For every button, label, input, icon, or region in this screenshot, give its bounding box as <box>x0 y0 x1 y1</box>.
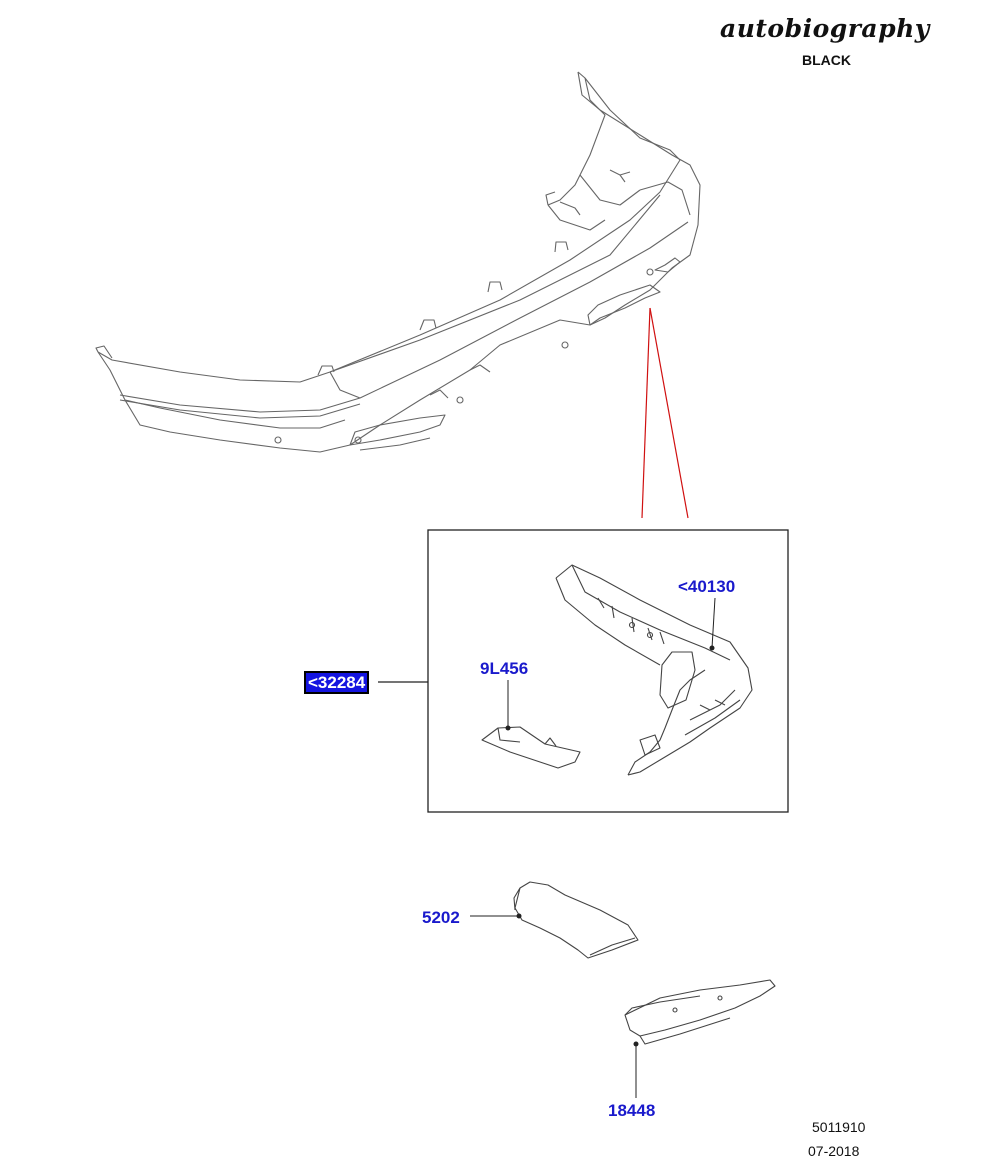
callout-18448[interactable]: 18448 <box>608 1101 656 1120</box>
part-5202-illustration <box>513 881 639 959</box>
callout-32284[interactable]: <32284 <box>303 671 370 694</box>
brand-sub-text: BLACK <box>802 52 851 68</box>
callout-5202[interactable]: 5202 <box>422 908 460 927</box>
leader-lines <box>641 307 689 519</box>
callout-9L456[interactable]: 9L456 <box>480 659 529 678</box>
part-9L456-illustration <box>481 726 581 769</box>
diagram-date: 07-2018 <box>808 1143 860 1159</box>
detail-box <box>427 529 789 813</box>
brand-header: autobiography BLACK <box>720 14 930 68</box>
diagram-number: 5011910 <box>812 1119 866 1135</box>
part-40130-illustration <box>555 564 753 776</box>
callout-40130[interactable]: <40130 <box>678 577 736 596</box>
part-18448-illustration <box>624 979 776 1045</box>
brand-script-text: autobiography <box>720 14 930 43</box>
rear-bumper-illustration <box>95 71 701 453</box>
leader-40130 <box>711 597 716 649</box>
